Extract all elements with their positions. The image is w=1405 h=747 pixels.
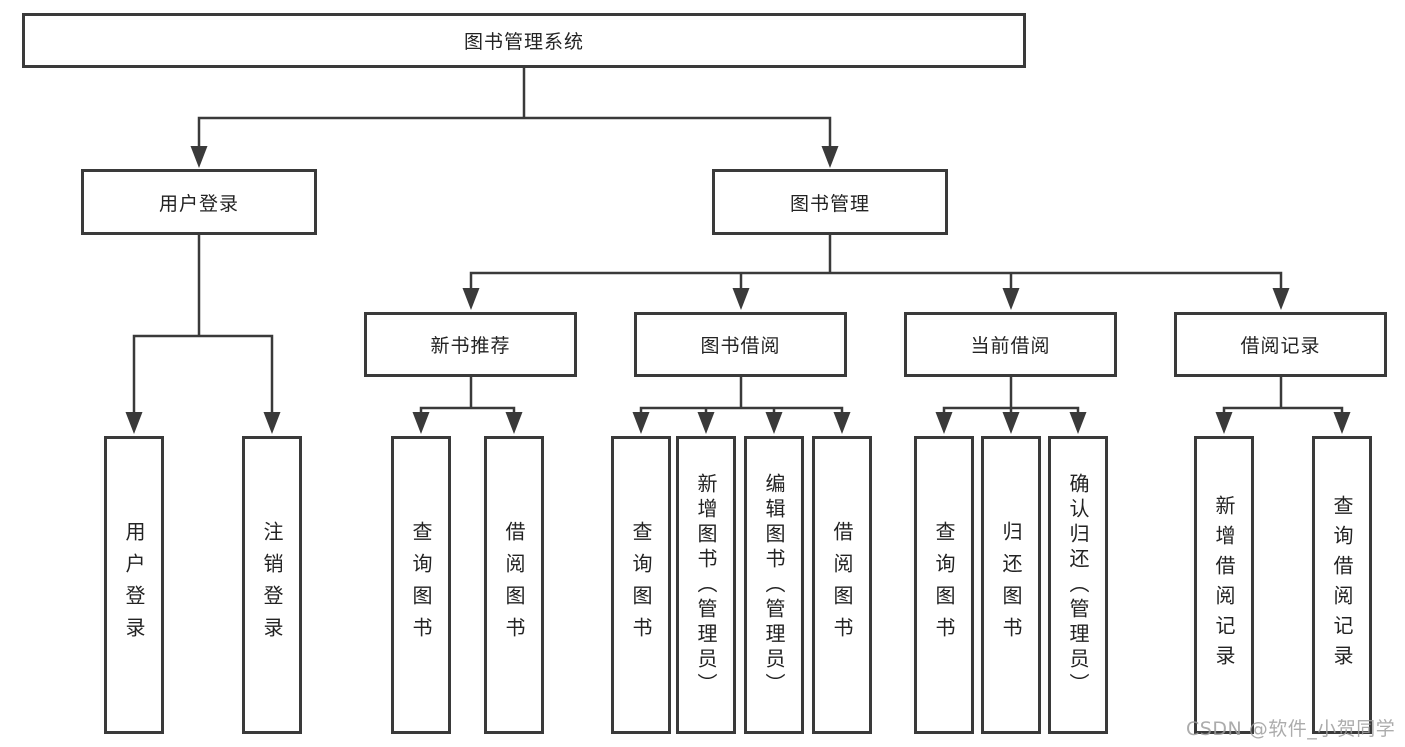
- node-label: 查询图书: [409, 521, 433, 649]
- node-label: 编辑图书（管理员）: [762, 472, 786, 698]
- node-leaf-borrow-books: 借阅图书: [812, 436, 872, 734]
- node-label: 用户登录: [122, 521, 146, 649]
- node-label: 归还图书: [999, 521, 1023, 649]
- node-root-system: 图书管理系统: [22, 13, 1026, 68]
- node-module-current-borrow: 当前借阅: [904, 312, 1117, 377]
- csdn-watermark: CSDN @软件_小贺同学: [1186, 718, 1396, 740]
- node-leaf-query-borrow-record: 查询借阅记录: [1312, 436, 1372, 734]
- node-module-new-book-recommend: 新书推荐: [364, 312, 577, 377]
- node-label: 确认归还（管理员）: [1066, 472, 1090, 698]
- node-label: 图书管理: [789, 192, 870, 215]
- node-label: 借阅图书: [830, 521, 854, 649]
- node-label: 当前借阅: [970, 335, 1051, 357]
- node-label: 查询图书: [629, 521, 653, 649]
- node-label: 图书借阅: [700, 335, 781, 357]
- node-label: 查询借阅记录: [1330, 495, 1354, 675]
- node-module-book-borrow: 图书借阅: [634, 312, 847, 377]
- node-leaf-add-books-admin: 新增图书（管理员）: [676, 436, 736, 734]
- node-leaf-borrow-books-recommend: 借阅图书: [484, 436, 544, 734]
- node-label: 新增图书（管理员）: [694, 472, 718, 698]
- arrowheads: [125, 146, 1351, 434]
- node-label: 借阅记录: [1240, 335, 1321, 357]
- node-label: 借阅图书: [502, 521, 526, 649]
- node-leaf-query-books-borrow: 查询图书: [611, 436, 671, 734]
- node-leaf-return-books: 归还图书: [981, 436, 1041, 734]
- node-leaf-edit-books-admin: 编辑图书（管理员）: [744, 436, 804, 734]
- node-branch-book-management: 图书管理: [712, 169, 948, 235]
- node-label: 注销登录: [260, 521, 284, 649]
- node-leaf-add-borrow-record: 新增借阅记录: [1194, 436, 1254, 734]
- node-leaf-query-books-recommend: 查询图书: [391, 436, 451, 734]
- node-branch-user-login: 用户登录: [81, 169, 317, 235]
- node-leaf-confirm-return-admin: 确认归还（管理员）: [1048, 436, 1108, 734]
- node-label: 用户登录: [158, 192, 239, 215]
- node-leaf-user-login: 用户登录: [104, 436, 164, 734]
- node-label: 新书推荐: [430, 335, 511, 357]
- node-leaf-logout: 注销登录: [242, 436, 302, 734]
- node-label: 新增借阅记录: [1212, 495, 1236, 675]
- node-leaf-query-books-current: 查询图书: [914, 436, 974, 734]
- node-module-borrow-records: 借阅记录: [1174, 312, 1387, 377]
- node-label: 图书管理系统: [463, 31, 584, 53]
- node-label: 查询图书: [932, 521, 956, 649]
